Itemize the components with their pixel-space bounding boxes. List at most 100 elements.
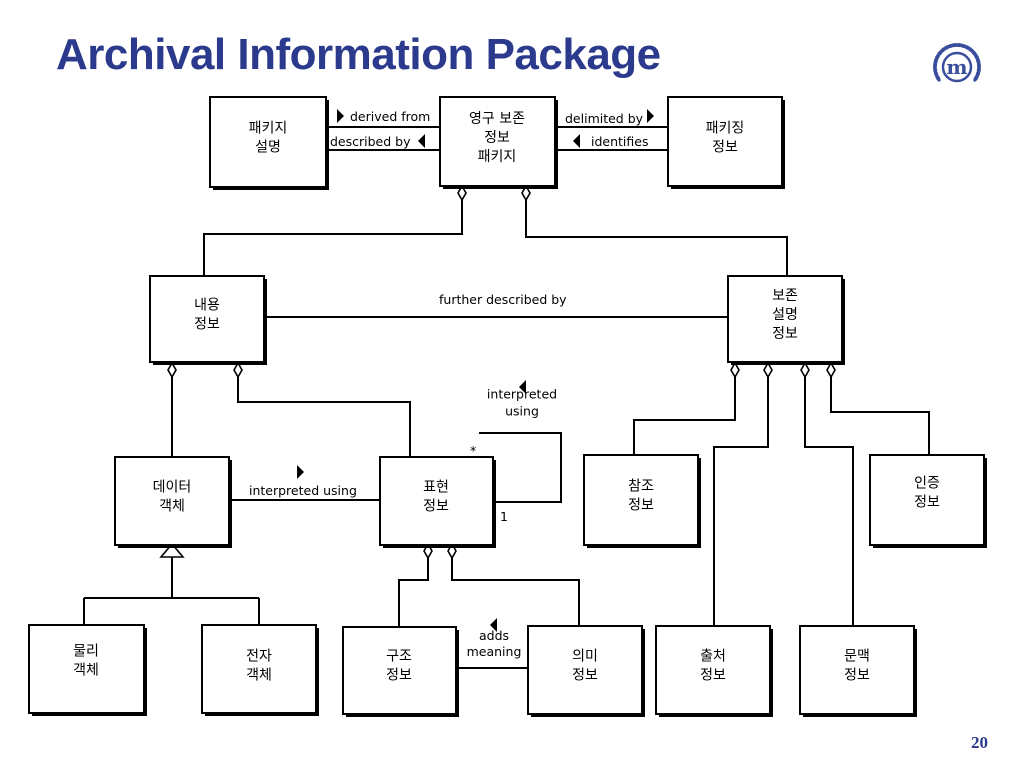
aggregation-diamond [521, 184, 531, 202]
connector-repr-self [479, 432, 562, 503]
connector-pres-prov [713, 372, 769, 626]
arrow-left-icon [418, 134, 425, 148]
box-label-line: 패키지 [249, 121, 288, 137]
arrow-right-icon [647, 109, 654, 123]
box-label-line: 정보 [628, 498, 654, 514]
connector-aip-content [203, 196, 463, 276]
box-label-line: 객체 [73, 663, 99, 679]
logo-leaf [973, 74, 979, 82]
relation-label-line: using [505, 404, 539, 419]
connector-repr-semantic [451, 556, 580, 626]
box-label-line: 내용 [194, 298, 220, 314]
box-label-line: 정보 [194, 317, 220, 333]
box-label-line: 정보 [914, 495, 940, 511]
box-label-line: 패키징 [706, 121, 745, 137]
box-label-line: 의미 [572, 649, 598, 665]
box-label-line: 정보 [772, 326, 798, 342]
box-label-line: 정보 [423, 499, 449, 515]
generalization-triangle [159, 542, 185, 558]
box-label-line: 인증 [914, 476, 940, 492]
arrow-right-icon [297, 465, 304, 479]
relation-derived-from: derived from [350, 109, 430, 124]
box-label-line: 설명 [772, 307, 798, 323]
multiplicity-one: 1 [500, 509, 508, 524]
relation-described-by: described by [330, 134, 411, 149]
relation-label-line: adds [479, 628, 509, 643]
relation-interpreted-using: interpreted using [249, 483, 357, 498]
arrow-left-icon [519, 380, 526, 394]
box-label-line: 문맥 [844, 649, 870, 665]
arrow-right-icon [337, 109, 344, 123]
connectors [83, 126, 930, 669]
multiplicity-many: * [470, 443, 476, 458]
logo-ring [941, 51, 973, 83]
box-label-line: 정보 [386, 668, 412, 684]
box-label-line: 영구 보존 [469, 111, 525, 127]
relation-identifies: identifies [591, 134, 648, 149]
connector-content-repr [237, 372, 411, 457]
box-label-line: 정보 [844, 668, 870, 684]
arrow-left-icon [573, 134, 580, 148]
connector-pres-context [804, 372, 854, 626]
connector-aip-pres [525, 196, 788, 276]
box-label-line: 물리 [73, 644, 99, 660]
association-markers [159, 184, 836, 560]
box-label-line: 정보 [700, 668, 726, 684]
connector-pres-ref [633, 372, 736, 455]
connector-pres-fixity [830, 372, 930, 455]
connector-repr-struct [398, 556, 429, 627]
page-title: Archival Information Package [56, 30, 661, 79]
aggregation-diamond [800, 361, 810, 379]
box-label-line: 데이터 [153, 480, 192, 496]
arrow-left-icon [490, 618, 497, 632]
box-label-line: 표현 [423, 480, 449, 496]
box-label-line: 참조 [628, 479, 654, 495]
aggregation-diamond [457, 184, 467, 202]
box-label-line: 보존 [772, 288, 798, 304]
aggregation-diamond [233, 361, 243, 379]
box-label-line: 구조 [386, 649, 412, 665]
box-label-line: 출처 [700, 649, 726, 665]
box-label-line: 객체 [159, 499, 185, 515]
relation-label-line: interpreted [487, 387, 557, 402]
relation-further-described-by: further described by [439, 292, 567, 307]
box-label-line: 정보 [572, 668, 598, 684]
aggregation-diamond [763, 361, 773, 379]
box-label-line: 객체 [246, 668, 272, 684]
relation-interpreted-using-self: interpreted using [487, 387, 557, 419]
aggregation-diamond [167, 361, 177, 379]
box-label-line: 정보 [712, 140, 738, 156]
relation-delimited-by: delimited by [565, 111, 644, 126]
